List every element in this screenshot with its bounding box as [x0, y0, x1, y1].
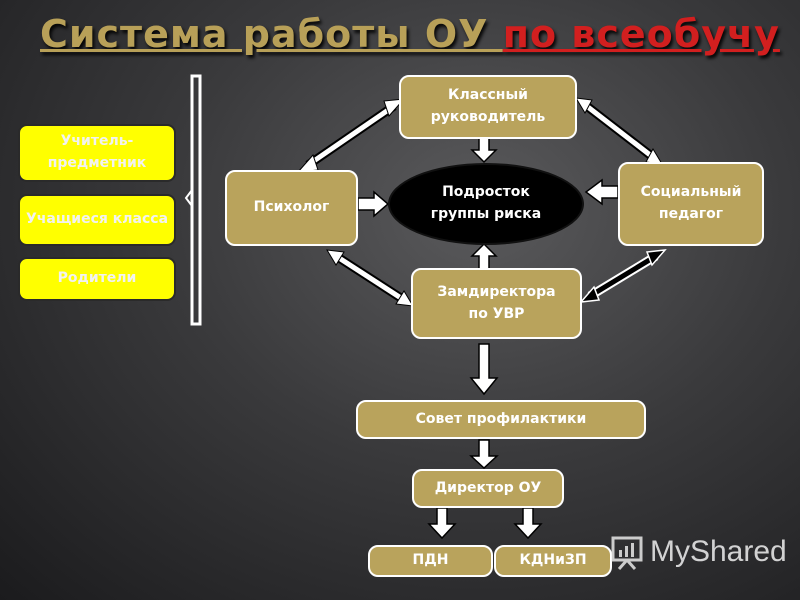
node-psychologist: Психолог [225, 170, 358, 246]
title-part-1: Система работы ОУ [40, 12, 503, 56]
presentation-icon [611, 536, 643, 570]
arrow-class-to-teen [470, 137, 498, 164]
node-label: Классный руководитель [430, 87, 546, 125]
arrow-director-to-kdn [513, 507, 543, 540]
sidebar-item-label: Учащиеся класса [25, 211, 169, 228]
node-label: Совет профилактики [415, 410, 587, 427]
node-director: Директор ОУ [412, 469, 564, 508]
arrow-social-to-teen [584, 178, 619, 206]
arrow-deputy-social [579, 249, 667, 303]
arrow-psych-class [296, 98, 406, 173]
node-label: Директор ОУ [434, 479, 542, 496]
watermark: MyShared [610, 534, 787, 570]
title-part-2: по всеобучу [502, 12, 780, 56]
sidebar-item-label: Учитель-предметник [47, 133, 147, 171]
sidebar-item-label: Родители [57, 270, 137, 287]
node-label: Замдиректора по УВР [437, 283, 556, 322]
node-social-teacher: Социальный педагог [618, 162, 764, 246]
bracket-shape [184, 74, 202, 326]
node-label: Социальный педагог [640, 184, 742, 222]
arrow-council-to-director [469, 439, 499, 470]
node-label: Подросток группы риска [430, 184, 542, 222]
node-teen-at-risk: Подросток группы риска [388, 163, 584, 245]
arrow-director-to-pdn [427, 507, 457, 540]
node-class-teacher: Классный руководитель [399, 75, 577, 139]
node-kdn: КДНиЗП [494, 545, 612, 577]
arrow-class-social [575, 97, 663, 165]
arrow-deputy-to-council [469, 343, 499, 396]
sidebar-item-class-students: Учащиеся класса [18, 194, 176, 246]
page-title: Система работы ОУ по всеобучу [40, 12, 780, 56]
watermark-text: MyShared [650, 535, 787, 568]
node-deputy-director: Замдиректора по УВР [411, 268, 582, 339]
node-label: ПДН [412, 552, 449, 569]
node-pdn: ПДН [368, 545, 493, 577]
node-label: КДНиЗП [519, 552, 587, 569]
node-label: Психолог [253, 199, 330, 216]
node-prevention-council: Совет профилактики [356, 400, 646, 439]
arrow-deputy-to-teen [470, 242, 498, 271]
arrow-psych-to-teen [357, 190, 390, 218]
sidebar-item-subject-teacher: Учитель-предметник [18, 124, 176, 182]
sidebar-item-parents: Родители [18, 257, 176, 301]
arrow-psych-deputy [326, 249, 414, 307]
